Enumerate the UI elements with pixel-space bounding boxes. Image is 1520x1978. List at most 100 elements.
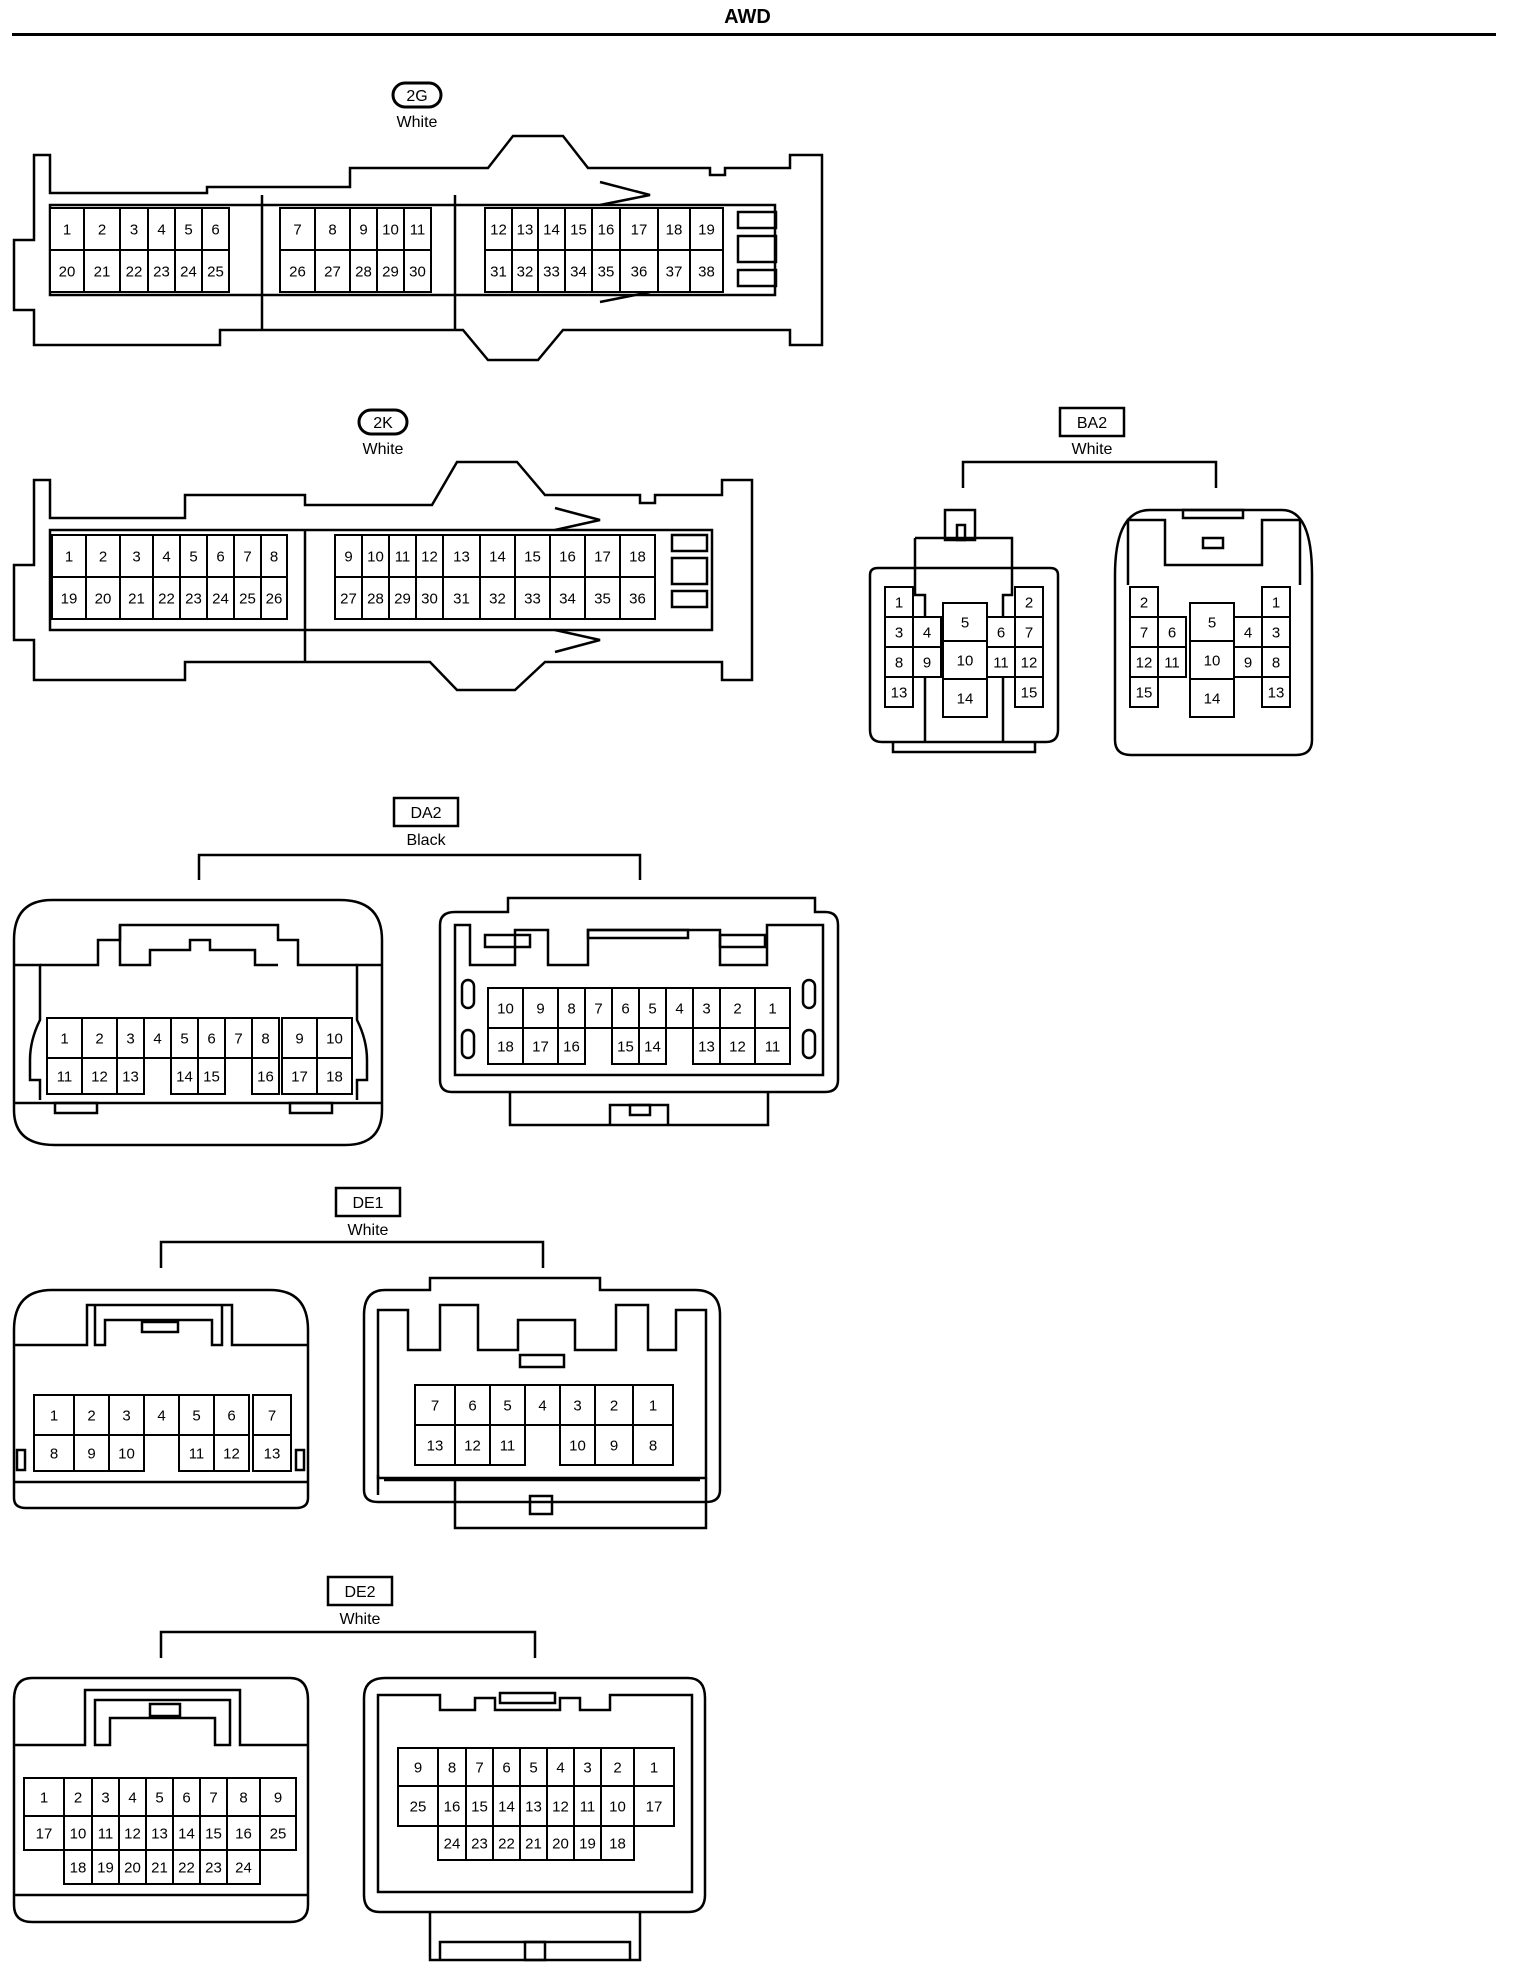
pin-number: 14 [543,221,560,238]
pin-number: 16 [444,1798,461,1815]
pin-number: 38 [698,263,715,280]
pin-number: 11 [765,1038,781,1055]
pin-cell [557,987,586,1029]
pin-number: 10 [957,652,974,669]
pin-number: 8 [328,221,336,238]
pin-cell [259,1777,297,1817]
pin-number: 14 [176,1068,193,1085]
pin-number: 9 [610,1437,618,1454]
pin-number: 6 [227,1407,235,1424]
pin-cell [224,1017,253,1059]
pin-cell [484,207,513,251]
pin-number: 5 [529,1759,537,1776]
pin-cell [403,249,432,293]
pin-cell [145,1849,174,1885]
pin-number: 8 [270,548,278,565]
pin-cell [549,534,586,578]
pin-number: 7 [268,1407,276,1424]
pin-cell [81,1017,118,1059]
connector-de2-id: DE2 [344,1584,375,1601]
pin-cell [226,1815,261,1851]
pin-number: 12 [729,1038,746,1055]
pin-cell [611,1027,640,1065]
pin-cell [692,1027,721,1065]
pin-cell [279,249,316,293]
pin-number: 9 [414,1759,422,1776]
pin-number: 5 [1208,614,1216,631]
pin-number: 4 [556,1759,564,1776]
pin-number: 1 [768,1000,776,1017]
pin-cell [689,249,724,293]
pin-cell [252,1394,292,1436]
pin-number: 24 [180,263,197,280]
pin-number: 3 [122,1407,130,1424]
pin-number: 11 [395,548,411,565]
pin-cell [73,1434,110,1472]
pin-number: 13 [427,1437,444,1454]
pin-number: 30 [421,590,438,607]
pin-number: 17 [532,1038,549,1055]
pin-cell [638,1027,667,1065]
pin-cell [546,1825,575,1861]
pin-number: 7 [209,1789,217,1806]
pin-number: 4 [128,1789,136,1806]
pin-number: 2 [98,221,106,238]
pin-cell [316,1057,353,1095]
pin-number: 9 [274,1789,282,1806]
pin-number: 13 [525,1798,542,1815]
pin-number: 22 [126,263,143,280]
connector-2k-label: 2K White [357,408,409,458]
pin-cell [260,576,288,620]
pin-number: 4 [153,1030,161,1047]
pin-number: 24 [444,1835,461,1852]
pin-number: 17 [291,1068,308,1085]
pin-number: 19 [61,590,78,607]
pin-number: 2 [1140,594,1148,611]
pin-number: 3 [573,1397,581,1414]
pin-number: 17 [646,1798,663,1815]
pin-cell [665,987,694,1029]
pin-cell [942,678,988,718]
pin-cell [119,534,154,578]
pin-cell [519,1825,548,1861]
pin-cell [1014,616,1044,648]
pin-number: 15 [617,1038,634,1055]
pin-number: 16 [559,548,576,565]
pin-number: 8 [649,1437,657,1454]
pin-number: 13 [453,548,470,565]
pin-number: 11 [189,1445,205,1462]
pin-cell [259,1815,297,1851]
pin-cell [33,1394,75,1436]
pin-cell [172,1815,201,1851]
pin-number: 15 [205,1825,222,1842]
pin-number: 23 [205,1859,222,1876]
pin-cell [754,1027,791,1065]
pin-cell [633,1785,675,1827]
pin-cell [638,987,667,1029]
pin-number: 5 [961,614,969,631]
pin-number: 5 [155,1789,163,1806]
pin-number: 1 [40,1789,48,1806]
page-title: AWD [724,6,771,28]
pin-number: 13 [891,684,908,701]
pin-cell [511,249,539,293]
pin-number: 14 [1204,690,1221,707]
pin-cell [91,1849,120,1885]
pin-cell [281,1057,318,1095]
pin-number: 6 [182,1789,190,1806]
pin-number: 25 [270,1825,287,1842]
pin-number: 16 [257,1068,274,1085]
pin-number: 3 [130,221,138,238]
pin-number: 6 [997,624,1005,641]
connector-de2-label: DE2 White [159,1575,537,1658]
pin-cell [83,249,121,293]
connector-ba2-id: BA2 [1077,415,1107,432]
pin-number: 6 [211,221,219,238]
